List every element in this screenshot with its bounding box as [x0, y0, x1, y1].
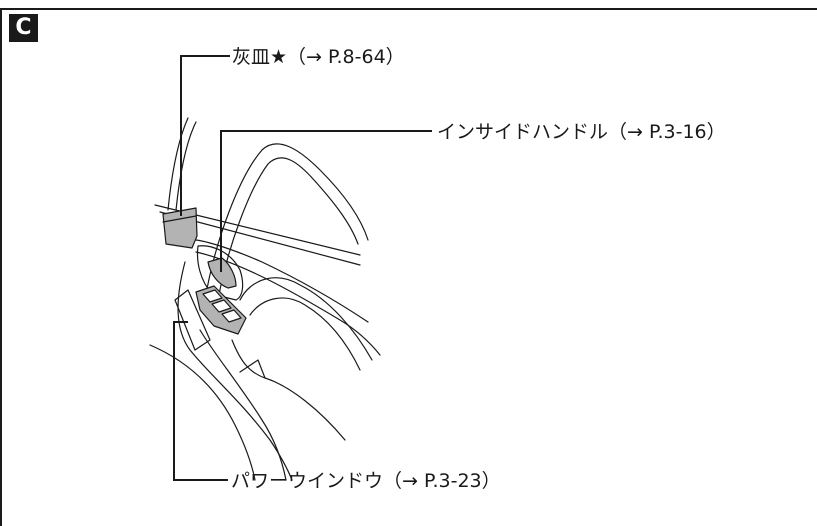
power-window-leader: [173, 321, 228, 481]
armrest-edge: [195, 251, 381, 356]
ashtray-part: [162, 207, 198, 249]
top-border: [0, 8, 817, 10]
switch-1: [202, 289, 223, 303]
left-border: [0, 8, 2, 526]
switch-2: [211, 299, 232, 313]
armrest-curve: [239, 277, 373, 361]
ashtray-lid-line: [162, 215, 197, 223]
seat-curve: [149, 344, 256, 481]
pillar-line-outer: [167, 117, 189, 211]
switch-3: [221, 309, 242, 323]
pillar-line-inner: [175, 121, 197, 211]
power-window-callout: パワーウインドウ（→ P.3-23）: [231, 470, 501, 492]
inside-handle-bezel: [196, 245, 244, 301]
armrest-top: [189, 239, 369, 323]
ashtray-leader: [180, 55, 230, 216]
ashtray-callout: 灰皿★（→ P.8-64）: [232, 46, 405, 68]
door-lower-2: [199, 329, 287, 481]
door-pocket: [231, 339, 346, 441]
grab-arch-outer: [204, 143, 369, 301]
inside-handle-callout: インサイドハンドル（→ P.3-16）: [437, 121, 726, 143]
armrest-curve-2: [249, 297, 361, 371]
inside-handle-leader: [220, 130, 432, 272]
grab-arch-inner: [217, 157, 359, 301]
door-lower-1: [177, 261, 293, 481]
inside-handle-lever: [207, 257, 237, 289]
section-badge: C: [9, 14, 38, 42]
door-pocket-2: [239, 359, 266, 379]
panel-piece: [174, 289, 211, 351]
